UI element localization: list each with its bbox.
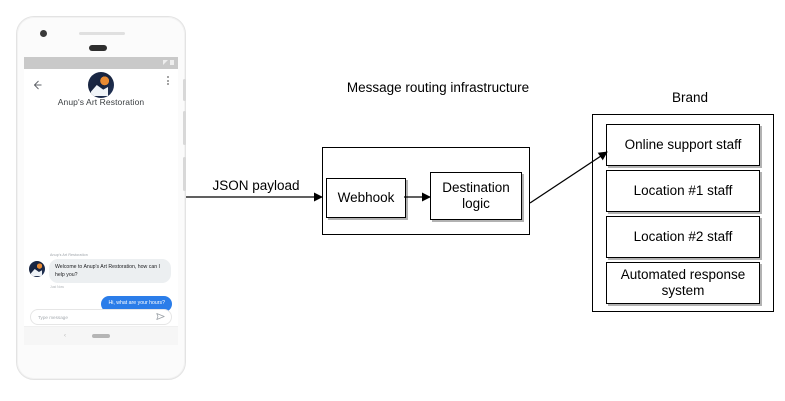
phone-volume-down-button bbox=[183, 157, 186, 191]
json-payload-label: JSON payload bbox=[212, 178, 300, 193]
phone-screen: Anup's Art Restoration Anup's Art Restor… bbox=[24, 57, 178, 345]
avatar bbox=[29, 261, 45, 277]
status-bar-icons bbox=[163, 60, 174, 65]
message-sender-name: Anup's Art Restoration bbox=[50, 253, 88, 257]
conversation-thread: Anup's Art Restoration Welcome to Anup's… bbox=[24, 253, 178, 345]
incoming-message-bubble: Welcome to Anup's Art Restoration, how c… bbox=[49, 259, 171, 284]
app-bar: Anup's Art Restoration bbox=[24, 69, 178, 115]
battery-icon bbox=[170, 60, 174, 65]
message-input[interactable]: Type message bbox=[30, 309, 172, 325]
brand-title: Brand bbox=[671, 90, 709, 105]
brand-item-automated-response-system[interactable]: Automated response system bbox=[606, 262, 760, 304]
nav-home-pill[interactable] bbox=[92, 334, 110, 338]
speaker-slot bbox=[89, 45, 107, 51]
phone-volume-up-button bbox=[183, 111, 186, 145]
page-title: Anup's Art Restoration bbox=[57, 97, 145, 107]
infrastructure-title: Message routing infrastructure bbox=[346, 80, 530, 95]
node-webhook[interactable]: Webhook bbox=[326, 178, 406, 218]
brand-item-location-2-staff[interactable]: Location #2 staff bbox=[606, 216, 760, 258]
send-icon[interactable] bbox=[156, 308, 165, 326]
status-bar bbox=[24, 57, 178, 69]
nav-back-icon[interactable]: ‹ bbox=[64, 333, 66, 339]
incoming-message-row: Welcome to Anup's Art Restoration, how c… bbox=[24, 259, 178, 284]
phone-side-button bbox=[183, 79, 186, 101]
outgoing-message-row: Hi, what are your hours? bbox=[24, 296, 178, 312]
system-nav-bar: ‹ bbox=[24, 326, 178, 345]
brand-item-online-support-staff[interactable]: Online support staff bbox=[606, 124, 760, 166]
brand-avatar bbox=[88, 72, 114, 98]
phone-mockup: Anup's Art Restoration Anup's Art Restor… bbox=[16, 16, 186, 380]
incoming-message-time: Just Now bbox=[50, 285, 64, 290]
earpiece-grille bbox=[79, 32, 125, 35]
signal-icon bbox=[163, 60, 168, 65]
brand-item-location-1-staff[interactable]: Location #1 staff bbox=[606, 170, 760, 212]
front-camera-icon bbox=[40, 30, 47, 37]
message-input-placeholder: Type message bbox=[38, 314, 68, 320]
outgoing-message-bubble: Hi, what are your hours? bbox=[101, 296, 172, 312]
node-destination-logic[interactable]: Destination logic bbox=[430, 172, 522, 220]
overflow-menu-icon[interactable] bbox=[167, 76, 169, 85]
back-arrow-icon[interactable] bbox=[32, 77, 42, 90]
